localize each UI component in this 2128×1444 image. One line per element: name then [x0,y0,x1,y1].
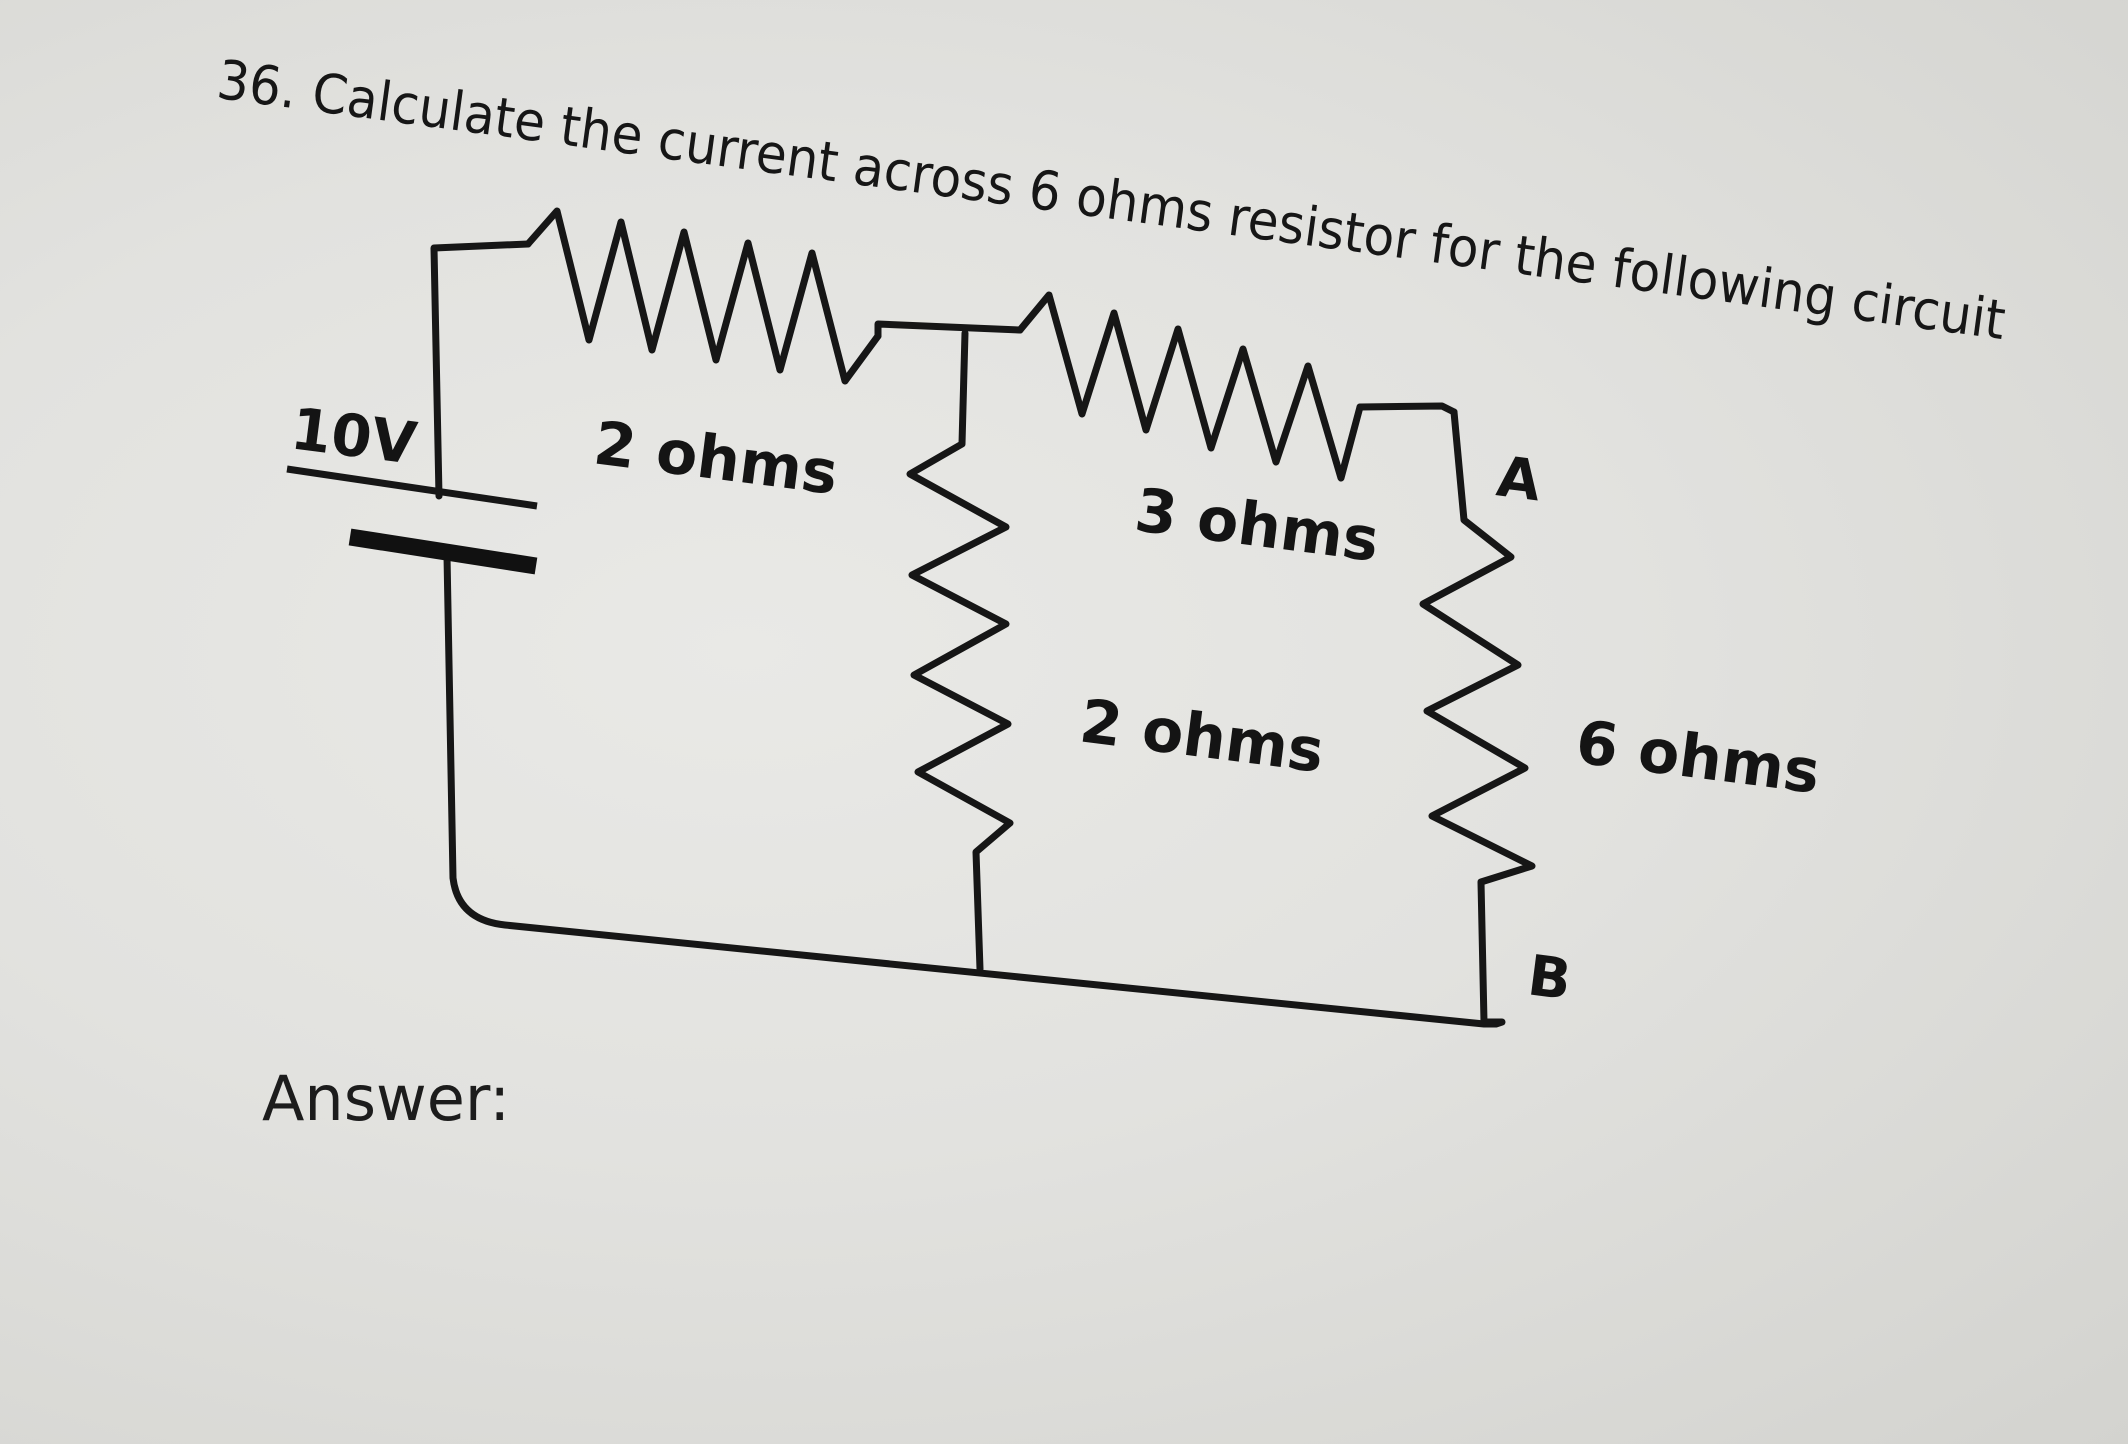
wire-to-node-a [1356,402,1458,416]
resistor-top-2ohm [524,207,882,385]
resistor-label-top-2ohm: 2 ohms [590,408,842,509]
wire-left-top [430,240,532,500]
node-a-label: A [1493,444,1545,514]
resistor-middle-2ohm [906,329,1014,973]
resistor-label-middle-2ohm: 2 ohms [1076,686,1328,787]
answer-label: Answer: [262,1062,511,1135]
resistor-label-3ohm: 3 ohms [1131,475,1383,576]
resistor-top-3ohm [1016,291,1364,482]
node-b-label: B [1524,943,1575,1013]
battery-negative-plate [348,528,538,575]
resistor-right-6ohm [1419,408,1536,1026]
battery-voltage-label: 10V [287,394,420,477]
wire-top-middle [874,320,1024,340]
battery-positive-plate [286,465,538,510]
resistor-label-6ohm: 6 ohms [1572,707,1824,808]
wire-bottom-return [443,552,1506,1028]
